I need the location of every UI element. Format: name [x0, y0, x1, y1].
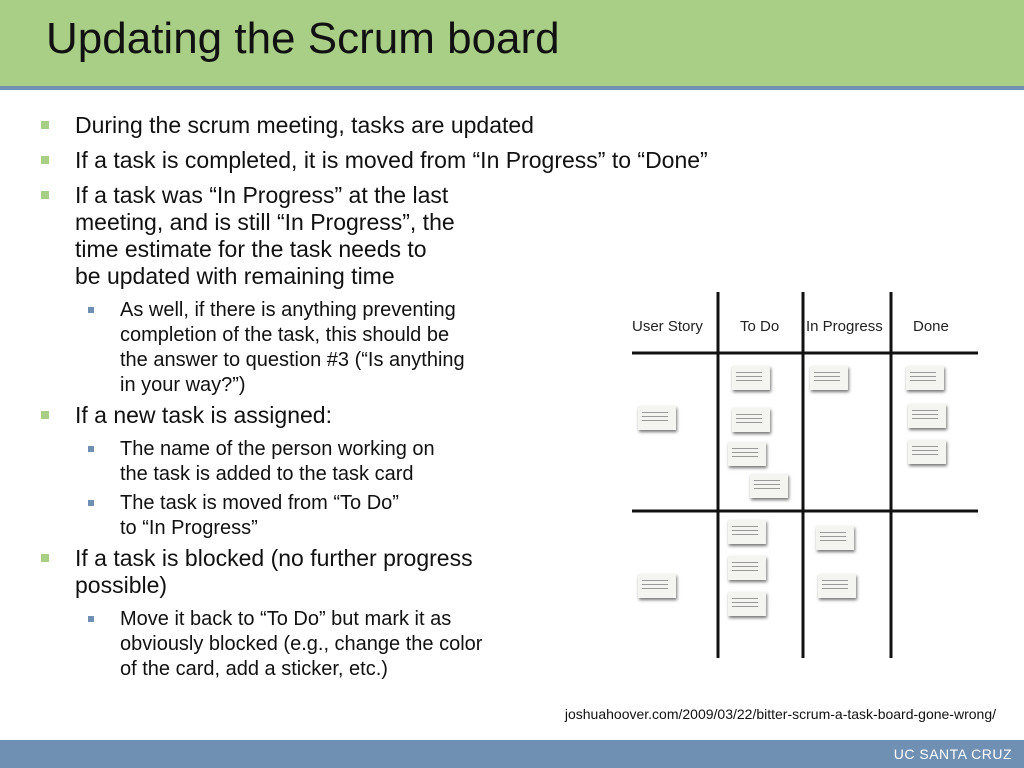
task-card [818, 574, 856, 598]
source-link[interactable]: joshuahoover.com/2009/03/22/bitter-scrum… [564, 706, 996, 722]
board-grid [632, 292, 978, 658]
sub-bullet-text: in your way?”) [120, 374, 246, 396]
bullet-text: During the scrum meeting, tasks are upda… [75, 112, 534, 138]
bullet-item: If a task was “In Progress” at the last … [38, 182, 598, 290]
sub-bullet-text: obviously blocked (e.g., change the colo… [120, 633, 483, 655]
task-card [810, 366, 848, 390]
board-column-user-story: User Story [632, 318, 703, 335]
bullet-text: If a task was “In Progress” at the last [75, 182, 449, 208]
bullet-item: If a task is blocked (no further progres… [38, 545, 598, 599]
footer-bar: UC SANTA CRUZ [0, 740, 1024, 768]
scrum-board-image: User Story To Do In Progress Done [628, 292, 980, 658]
sub-bullet-item: As well, if there is anything preventing… [38, 298, 598, 398]
sub-bullet-text: the answer to question #3 (“Is anything [120, 349, 465, 371]
task-card [750, 474, 788, 498]
task-card [728, 592, 766, 616]
slide-title: Updating the Scrum board [46, 14, 560, 63]
board-column-done: Done [913, 318, 949, 335]
sub-bullet-text: of the card, add a sticker, etc.) [120, 658, 388, 680]
bullet-list: During the scrum meeting, tasks are upda… [38, 112, 708, 686]
task-card [732, 408, 770, 432]
sub-bullet-text: completion of the task, this should be [120, 324, 450, 346]
bullet-text: If a task is completed, it is moved from… [75, 147, 708, 173]
sub-bullet-item: Move it back to “To Do” but mark it as o… [38, 607, 598, 682]
sub-bullet-text: the task is added to the task card [120, 463, 414, 485]
task-card [908, 440, 946, 464]
sub-bullet-text: The task is moved from “To Do” [120, 492, 399, 514]
bullet-text: possible) [75, 572, 168, 598]
task-card [908, 404, 946, 428]
task-card [906, 366, 944, 390]
board-column-in-progress: In Progress [806, 318, 883, 335]
story-card [638, 406, 676, 430]
sub-bullet-text: to “In Progress” [120, 517, 258, 539]
task-card [728, 442, 766, 466]
board-column-to-do: To Do [740, 318, 780, 335]
bullet-text: be updated with remaining time [75, 263, 395, 289]
sub-bullet-item: The task is moved from “To Do” to “In Pr… [38, 491, 598, 541]
bullet-text: If a task is blocked (no further progres… [75, 545, 473, 571]
title-bar: Updating the Scrum board [0, 0, 1024, 90]
task-card [816, 526, 854, 550]
sub-bullet-text: As well, if there is anything preventing [120, 299, 456, 321]
sub-bullet-item: The name of the person working on the ta… [38, 437, 598, 487]
footer-text: UC SANTA CRUZ [893, 746, 1012, 762]
bullet-text: If a new task is assigned: [75, 402, 332, 428]
bullet-text: meeting, and is still “In Progress”, the [75, 209, 455, 235]
sub-bullet-text: The name of the person working on [120, 438, 435, 460]
task-card [732, 366, 770, 390]
task-card [728, 520, 766, 544]
bullet-item: If a task is completed, it is moved from… [38, 147, 708, 174]
bullet-item: If a new task is assigned: [38, 402, 598, 429]
task-card [728, 556, 766, 580]
sub-bullet-text: Move it back to “To Do” but mark it as [120, 608, 452, 630]
bullet-item: During the scrum meeting, tasks are upda… [38, 112, 598, 139]
story-card [638, 574, 676, 598]
bullet-text: time estimate for the task needs to [75, 236, 427, 262]
